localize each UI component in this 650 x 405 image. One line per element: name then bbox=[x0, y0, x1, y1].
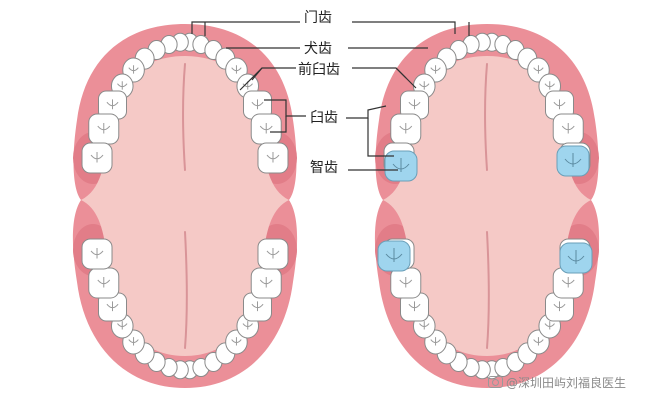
right-palate-fold-lower bbox=[486, 231, 490, 349]
molar-label: 臼齿 bbox=[310, 110, 338, 126]
lower-tooth-groove bbox=[106, 301, 119, 312]
incisor-leader-left bbox=[191, 21, 300, 34]
molar-leader-left-a bbox=[264, 99, 306, 117]
upper-tooth-groove bbox=[90, 152, 104, 163]
lower-tooth-groove bbox=[533, 337, 544, 346]
upper-tooth-groove bbox=[231, 65, 242, 74]
upper-tooth-groove bbox=[251, 99, 264, 110]
watermark-text: @深圳田屿刘福良医生 bbox=[506, 376, 627, 390]
upper-tooth-groove bbox=[544, 81, 555, 90]
left-palate-fold-lower bbox=[184, 231, 188, 349]
canine-label: 犬齿 bbox=[304, 41, 332, 57]
upper-tooth-groove bbox=[408, 99, 421, 110]
upper-tooth-groove bbox=[128, 65, 139, 74]
wisdom-tooth-label: 智齿 bbox=[310, 160, 338, 176]
lower-tooth-groove bbox=[242, 321, 253, 330]
watermark: @深圳田屿刘福良医生 bbox=[488, 374, 626, 391]
lower-tooth-groove bbox=[251, 301, 264, 312]
wisdom-tooth-groove bbox=[564, 153, 582, 167]
left-dental-arch bbox=[72, 24, 298, 388]
incisor-leader-right bbox=[352, 21, 456, 34]
wisdom-tooth-groove bbox=[567, 250, 585, 264]
lower-tooth-groove bbox=[266, 247, 280, 259]
left-palate bbox=[81, 56, 289, 356]
molar-leader-right-b bbox=[367, 118, 394, 157]
right-palate-fold-upper bbox=[484, 63, 488, 171]
upper-tooth-groove bbox=[553, 99, 566, 110]
lower-tooth-groove bbox=[128, 337, 139, 346]
lower-tooth-groove bbox=[419, 321, 430, 330]
upper-tooth-groove bbox=[399, 123, 413, 134]
right-dental-arch bbox=[374, 24, 600, 388]
lower-tooth-groove bbox=[544, 321, 555, 330]
upper-tooth-groove bbox=[259, 123, 273, 134]
lower-tooth-groove bbox=[399, 276, 413, 288]
upper-tooth-groove bbox=[533, 65, 544, 74]
lower-tooth-groove bbox=[430, 337, 441, 346]
wisdom-tooth-groove bbox=[385, 248, 403, 262]
premolar-leader-right-b bbox=[395, 67, 407, 79]
lower-tooth-groove bbox=[259, 276, 273, 288]
lower-tooth-groove bbox=[231, 337, 242, 346]
upper-tooth-groove bbox=[97, 123, 111, 134]
lower-tooth-groove bbox=[97, 276, 111, 288]
upper-tooth-groove bbox=[117, 81, 128, 90]
lower-tooth-groove bbox=[90, 247, 104, 259]
upper-tooth-groove bbox=[106, 99, 119, 110]
left-palate-fold-upper bbox=[182, 63, 186, 171]
camera-icon bbox=[488, 376, 503, 388]
molar-leader-left-b bbox=[270, 116, 287, 133]
upper-tooth-groove bbox=[419, 81, 430, 90]
lower-tooth-groove bbox=[408, 301, 421, 312]
upper-tooth-groove bbox=[561, 123, 575, 134]
right-palate bbox=[383, 56, 591, 356]
lower-tooth-groove bbox=[561, 276, 575, 288]
premolar-label: 前臼齿 bbox=[298, 62, 340, 78]
wisdom-tooth-groove bbox=[392, 158, 410, 172]
upper-tooth-groove bbox=[266, 152, 280, 163]
lower-tooth-groove bbox=[553, 301, 566, 312]
upper-tooth-groove bbox=[430, 65, 441, 74]
leader-lines bbox=[191, 21, 470, 171]
incisor-label: 门齿 bbox=[304, 10, 332, 26]
lower-tooth-groove bbox=[117, 321, 128, 330]
premolar-leader-left-b bbox=[251, 67, 263, 81]
molar-leader-right-a bbox=[346, 105, 387, 119]
